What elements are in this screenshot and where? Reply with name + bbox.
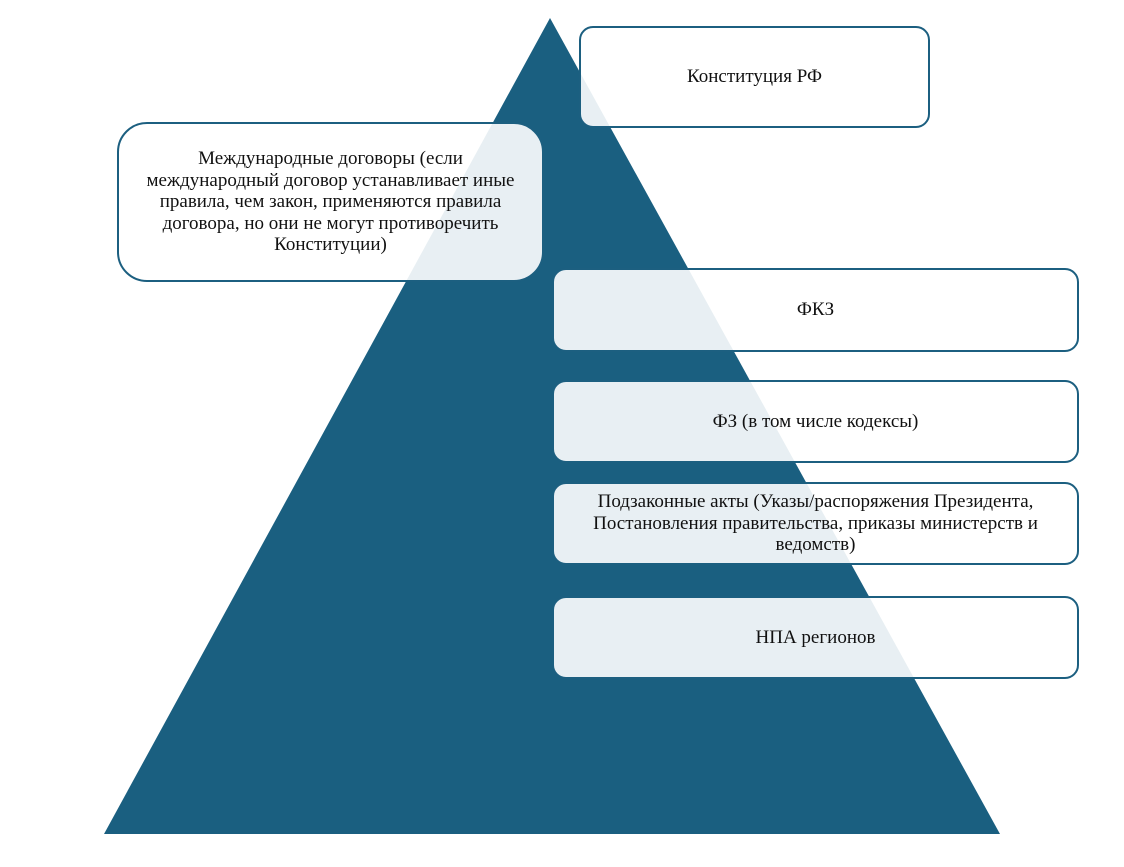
level-international-treaties-label: Международные договоры (если международн… [146, 148, 515, 256]
level-constitution-label: Конституция РФ [687, 66, 822, 88]
level-fz-box: ФЗ (в том числе кодексы) [552, 380, 1079, 463]
level-fkz-box: ФКЗ [552, 268, 1079, 352]
level-constitution-box: Конституция РФ [579, 26, 930, 128]
level-fkz-label: ФКЗ [796, 299, 835, 321]
level-bylaws-box: Подзаконные акты (Указы/распоряжения Пре… [552, 482, 1079, 565]
level-bylaws-label: Подзаконные акты (Указы/распоряжения Пре… [593, 491, 1038, 556]
level-international-treaties-box: Международные договоры (если международн… [117, 122, 544, 282]
level-regional-acts-box: НПА регионов [552, 596, 1079, 679]
level-fz-label: ФЗ (в том числе кодексы) [712, 410, 919, 432]
level-regional-acts-label: НПА регионов [755, 626, 876, 648]
